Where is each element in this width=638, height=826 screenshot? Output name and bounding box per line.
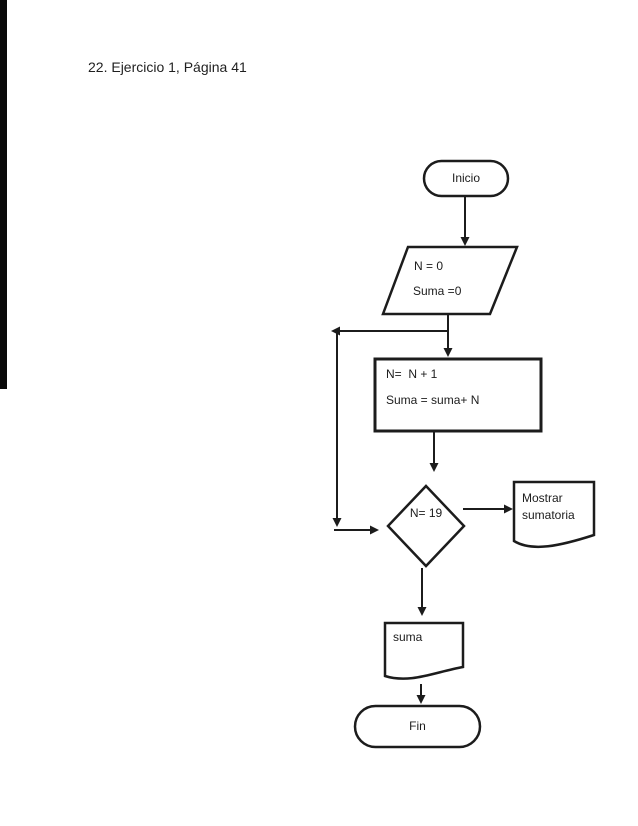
edge-decision-to-suma	[417, 568, 427, 616]
edge-loop-back	[331, 326, 449, 535]
terminator-inicio-shape	[422, 159, 510, 198]
terminator-fin-shape	[353, 704, 482, 749]
decision-label: N= 19	[409, 506, 443, 520]
init-line1-label: N = 0	[414, 259, 444, 273]
decision-diamond-shape	[386, 484, 466, 568]
document-suma-shape	[383, 621, 465, 680]
edge-inicio-to-init	[460, 196, 470, 246]
terminator-inicio-label: Inicio	[451, 171, 480, 185]
page-title: 22. Ejercicio 1, Página 41	[88, 59, 247, 75]
arrow-down-icon	[429, 463, 439, 472]
arrow-right-icon	[504, 504, 513, 514]
arrow-down-icon	[332, 518, 342, 527]
edge-proceso-to-decision	[429, 431, 439, 472]
terminator-fin-label: Fin	[409, 719, 426, 733]
mostrar-line1-label: Mostrar	[522, 491, 563, 505]
process-rectangle-shape	[373, 357, 543, 433]
document-mostrar-shape	[512, 480, 596, 549]
init-line2-label: Suma =0	[413, 284, 462, 298]
edge-suma-to-fin	[416, 684, 426, 704]
process-line2-label: Suma = suma+ N	[386, 393, 480, 407]
arrow-left-icon	[331, 326, 340, 336]
arrow-down-icon	[417, 607, 427, 616]
suma-document-label: suma	[393, 630, 423, 644]
arrow-right-icon	[370, 525, 379, 535]
arrow-down-icon	[443, 348, 453, 357]
arrow-down-icon	[460, 237, 470, 246]
arrow-down-icon	[416, 695, 426, 704]
edge-init-to-proceso	[443, 314, 453, 357]
parallelogram-init-shape	[381, 245, 519, 316]
process-line1-label: N= N + 1	[386, 367, 438, 381]
mostrar-line2-label: sumatoria	[522, 508, 575, 522]
page-edge-scan-artifact	[0, 0, 7, 389]
edge-decision-to-mostrar	[463, 504, 513, 514]
